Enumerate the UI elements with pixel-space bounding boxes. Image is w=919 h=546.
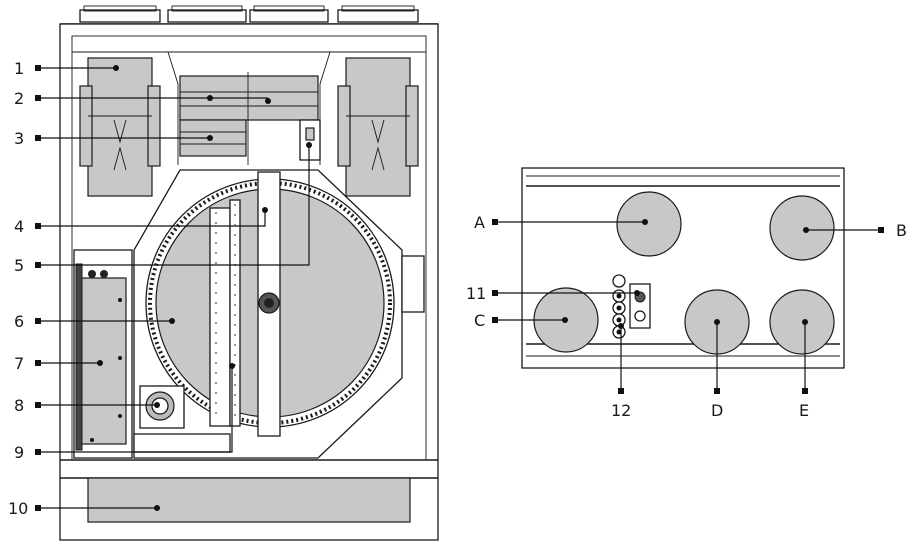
callout-a: A xyxy=(474,213,485,232)
leader-b xyxy=(803,227,884,233)
electrical-box xyxy=(73,249,133,459)
callout-2: 2 xyxy=(14,89,24,108)
leader-7 xyxy=(35,360,103,366)
leader-e xyxy=(802,319,808,394)
leader-c xyxy=(492,317,568,323)
drive-assembly xyxy=(133,171,281,453)
leader-3 xyxy=(35,135,213,141)
callout-9: 9 xyxy=(14,443,24,462)
leader-9 xyxy=(35,363,235,455)
leader-1 xyxy=(35,65,119,71)
callout-d: D xyxy=(711,401,723,420)
leader-12 xyxy=(618,323,624,394)
supply-fan xyxy=(79,57,161,197)
leader-lines xyxy=(35,65,884,511)
callout-c: C xyxy=(474,311,485,330)
leader-d xyxy=(714,319,720,394)
leader-5 xyxy=(35,142,312,268)
leader-11 xyxy=(492,290,640,296)
connection-panel xyxy=(612,274,651,339)
top-view xyxy=(521,167,845,369)
callout-e: E xyxy=(799,401,809,420)
condensate-pump xyxy=(139,385,185,429)
callout-5: 5 xyxy=(14,256,24,275)
callout-labels: 1 2 3 4 5 6 7 8 9 10 A B 11 C 12 D E xyxy=(8,59,907,518)
front-view xyxy=(59,5,439,541)
callout-10: 10 xyxy=(8,499,28,518)
leader-6 xyxy=(35,318,175,324)
leader-a xyxy=(492,219,648,225)
callout-4: 4 xyxy=(14,217,24,236)
duct-a xyxy=(616,191,682,257)
leader-8 xyxy=(35,402,160,408)
callout-6: 6 xyxy=(14,312,24,331)
leader-2 xyxy=(35,95,271,104)
callout-3: 3 xyxy=(14,129,24,148)
callout-b: B xyxy=(896,221,907,240)
leader-4 xyxy=(35,207,268,229)
callout-8: 8 xyxy=(14,396,24,415)
leader-10 xyxy=(35,505,160,511)
callout-7: 7 xyxy=(14,354,24,373)
top-duct-collars xyxy=(60,5,438,25)
callout-1: 1 xyxy=(14,59,24,78)
callout-11: 11 xyxy=(466,284,486,303)
extract-fan xyxy=(337,57,419,197)
duct-b xyxy=(769,195,835,261)
bottom-compartment xyxy=(87,477,411,523)
callout-12: 12 xyxy=(611,401,631,420)
